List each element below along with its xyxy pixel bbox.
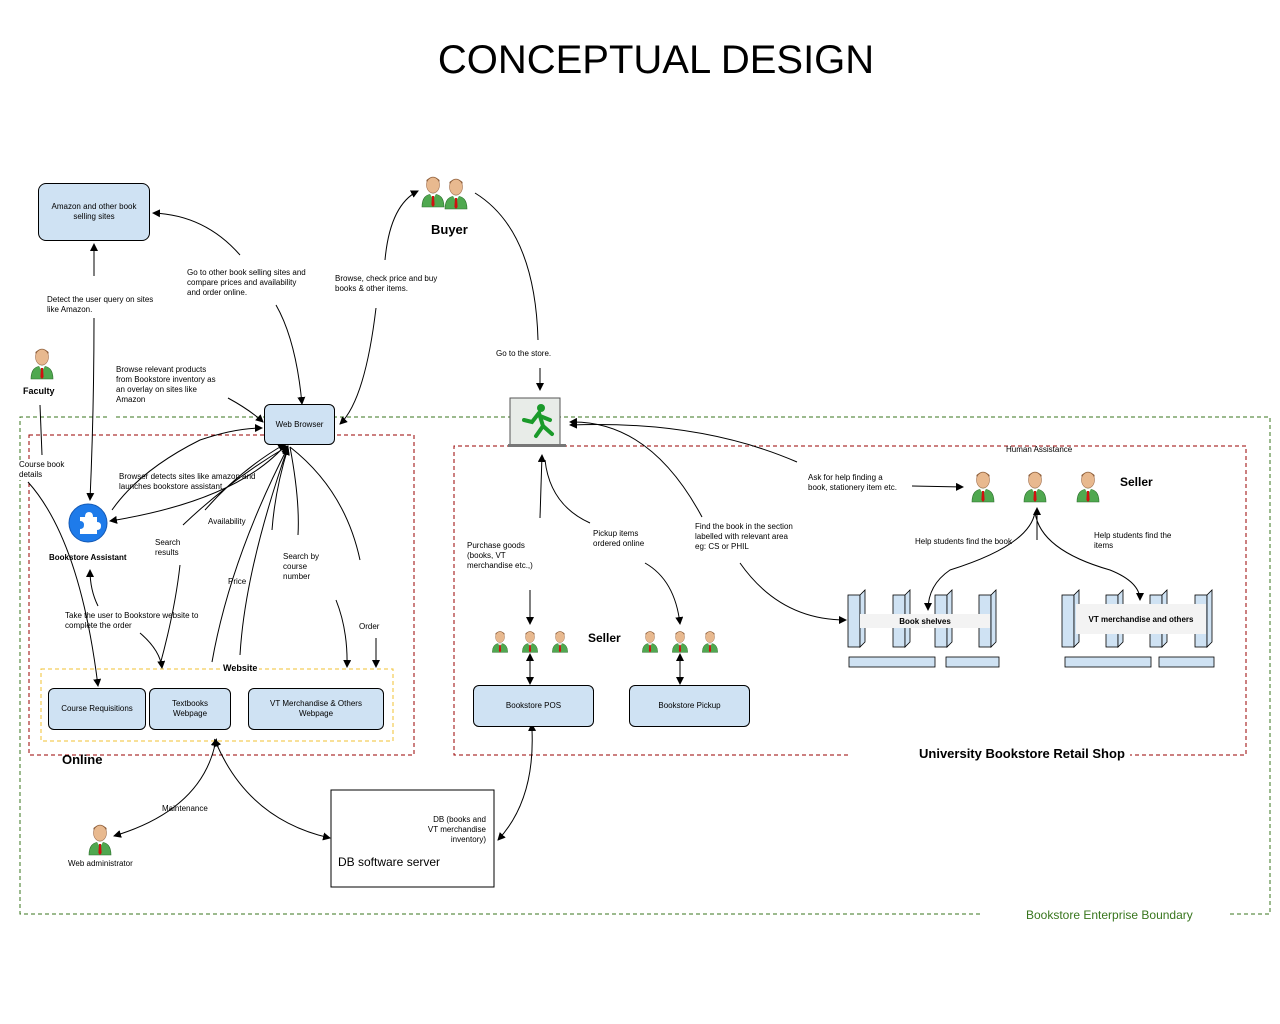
faculty-label: Faculty [23, 386, 55, 396]
edge-purchase-goods [537, 454, 546, 519]
edge-course-book [27, 481, 102, 687]
bookstore-pos-box: Bookstore POS [473, 685, 594, 727]
edge-help-book [924, 511, 1036, 611]
person-icon [1023, 471, 1047, 503]
edge-order-top [289, 446, 361, 561]
bookstore-pickup-box: Bookstore Pickup [629, 685, 750, 727]
page-title: CONCEPTUAL DESIGN [437, 38, 875, 82]
edge-vt-link [335, 599, 352, 668]
edge-detect-query-down [86, 317, 95, 501]
buyer-label: Buyer [431, 222, 468, 237]
edge-go-other-sites [152, 209, 241, 256]
edge-pos-db [497, 723, 537, 841]
person-icon [88, 824, 112, 856]
edge-browse-relevant [227, 397, 264, 423]
person-icon [671, 631, 689, 653]
edge-availability [204, 443, 286, 511]
enterprise-boundary [19, 416, 1271, 915]
edge-ask-help-right [911, 482, 964, 491]
edge-buyer-to-store [474, 192, 539, 341]
edge-faculty [39, 404, 43, 456]
edge-browser-detects [109, 441, 289, 524]
edge-browse-check [384, 190, 419, 261]
db-note-label: DB (books and VT merchandise inventory) [427, 815, 486, 844]
label-price: Price [228, 577, 247, 586]
edge-price-low [239, 446, 290, 656]
seller-store-label: Seller [1120, 475, 1153, 489]
db-server-box [330, 789, 495, 888]
label-course-book: Course book details [19, 460, 65, 480]
edge-take-user-right [139, 632, 166, 669]
label-detect-query: Detect the user query on sites like Amaz… [47, 295, 154, 314]
human-assistance-label: Human Assistance [1006, 445, 1073, 454]
boundary-label: Bookstore Enterprise Boundary [1026, 908, 1193, 922]
label-go-store: Go to the store. [496, 349, 552, 358]
person-icon [971, 471, 995, 503]
edge-web-db [213, 738, 331, 841]
edge-take-user [86, 569, 99, 607]
label-go-other-sites: Go to other book selling sites and compa… [187, 268, 306, 297]
amazon-box: Amazon and other book selling sites [38, 183, 150, 241]
person-icon [1076, 471, 1100, 503]
label-browser-detects: Browser detects sites like amazon and la… [119, 472, 256, 491]
vt-merch-shelves-label: VT merchandise and others [1088, 615, 1194, 624]
label-help-find-book: Help students find the book [915, 537, 1012, 546]
website-region [40, 668, 394, 742]
db-server-label: DB software server [338, 855, 441, 869]
website-region-label: Website [221, 663, 260, 673]
label-pickup-items: Pickup items ordered online [593, 529, 645, 548]
book-shelves-label: Book shelves [899, 617, 951, 626]
online-region-label: Online [62, 752, 103, 767]
label-browse-check: Browse, check price and buy books & othe… [335, 274, 438, 293]
textbooks-webpage-box: Textbooks Webpage [149, 688, 231, 730]
label-take-user: Take the user to Bookstore website to co… [65, 611, 199, 630]
person-icon [30, 348, 54, 380]
person-icon [421, 176, 445, 208]
person-icon [641, 631, 659, 653]
course-requisitions-box: Course Requisitions [48, 688, 146, 730]
label-order: Order [359, 622, 380, 631]
bookshelf-icon [847, 589, 1000, 668]
edge-find-book-down [739, 562, 847, 624]
retail-region-label: University Bookstore Retail Shop [919, 746, 1125, 761]
label-browse-relevant: Browse relevant products from Bookstore … [116, 365, 216, 404]
label-help-find-items: Help students find the items [1094, 531, 1172, 550]
edge-search-results [159, 564, 181, 666]
person-icon [521, 631, 539, 653]
edge-assistant-to-browser [111, 424, 263, 511]
edge-go-other-sites-down [275, 304, 306, 405]
person-icon [444, 178, 468, 210]
edge-pickup-items [544, 459, 591, 524]
retail-region [453, 445, 1247, 756]
bookstore-assistant-label: Bookstore Assistant [49, 553, 127, 562]
label-search-course: Search by course number [283, 552, 320, 581]
edge-pickup-down [644, 562, 684, 625]
edge-maintenance [113, 738, 219, 838]
edge-browse-check-down [339, 307, 377, 425]
person-icon [491, 631, 509, 653]
label-find-book: Find the book in the section labelled wi… [695, 522, 793, 551]
edge-search-results-up [182, 445, 289, 526]
edge-ask-help [569, 420, 798, 463]
seller-pos-label: Seller [588, 631, 621, 645]
web-admin-label: Web administrator [68, 859, 133, 868]
edge-find-book [569, 417, 703, 518]
person-icon [701, 631, 719, 653]
label-ask-help: Ask for help finding a book, stationery … [808, 473, 897, 492]
label-maintenance: Maintenance [162, 804, 208, 813]
label-purchase-goods: Purchase goods (books, VT merchandise et… [467, 541, 533, 570]
label-search-results: Search results [155, 538, 181, 557]
edge-help-items [1034, 511, 1144, 601]
label-availability: Availability [208, 517, 246, 526]
person-icon [551, 631, 569, 653]
edge-search-course [271, 447, 290, 531]
web-browser-box: Web Browser [264, 404, 335, 445]
puzzle-icon [68, 503, 108, 543]
edge-price [211, 446, 289, 663]
vt-merch-webpage-box: VT Merchandise & Others Webpage [248, 688, 384, 730]
edge-search-course-down [289, 446, 299, 536]
exit-sign-icon [508, 397, 566, 447]
